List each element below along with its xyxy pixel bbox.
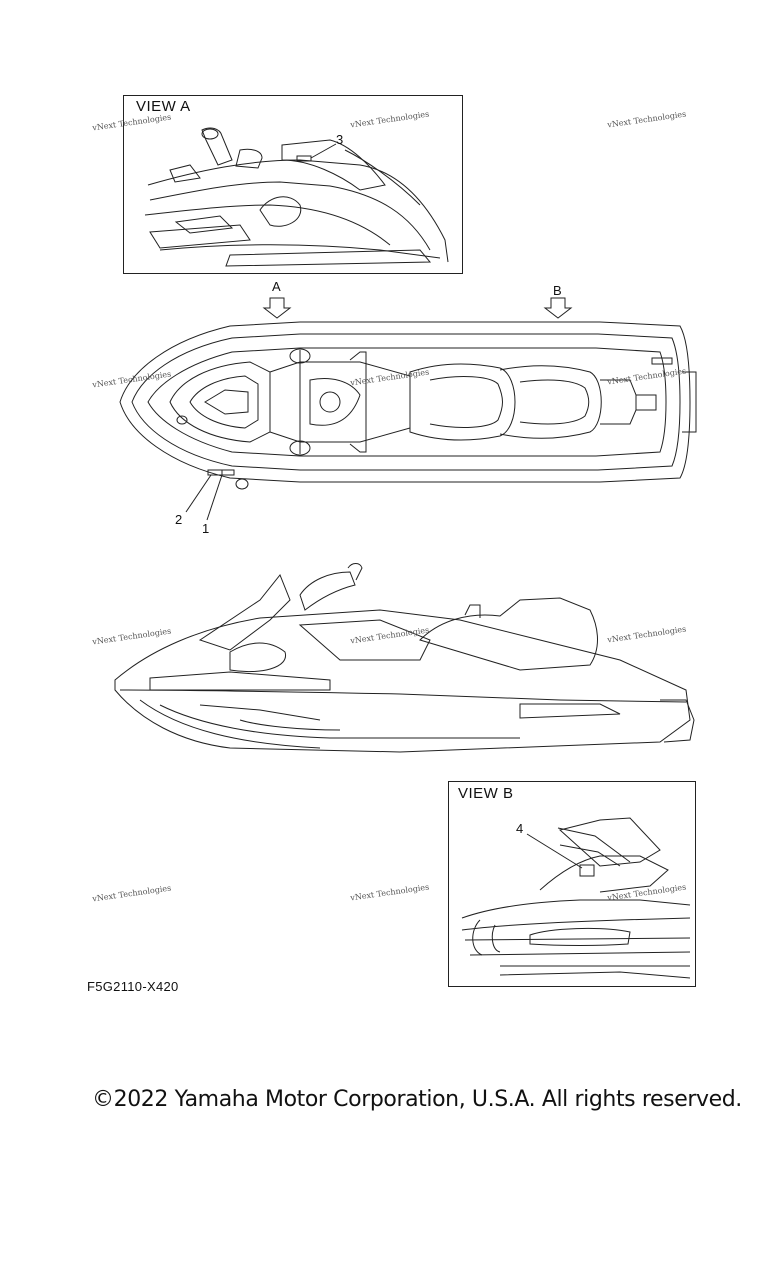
view-b-drawing [461,817,691,979]
side-view-drawing [114,563,695,753]
arrow-b-label: B [553,283,562,298]
top-view-drawing [119,297,697,521]
copyright-notice: ©2022 Yamaha Motor Corporation, U.S.A. A… [92,1087,742,1112]
callout-1: 1 [202,521,210,536]
view-a-drawing [144,127,449,267]
view-a-callout-3: 3 [336,132,344,147]
part-code: F5G2110-X420 [87,979,179,994]
view-a-title: VIEW A [136,98,191,115]
callout-2: 2 [175,512,183,527]
view-a-panel [123,95,463,274]
view-b-title: VIEW B [458,785,514,802]
view-b-callout-4: 4 [516,821,524,836]
arrow-a-label: A [272,279,281,294]
